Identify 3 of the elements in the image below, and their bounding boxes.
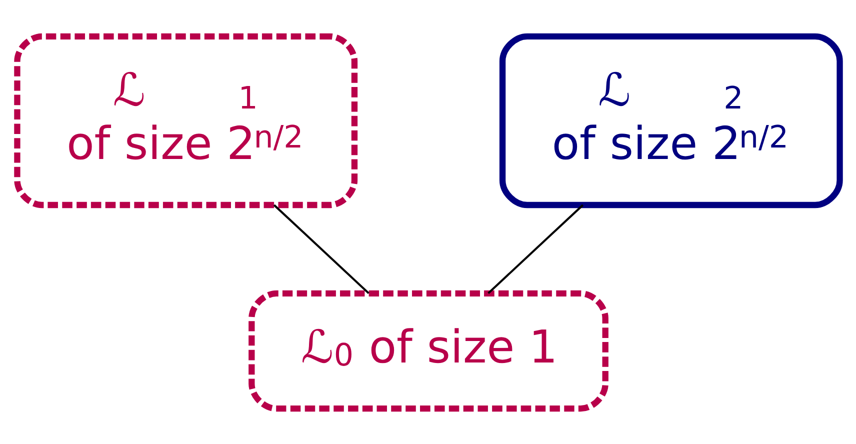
connector xyxy=(487,204,584,294)
connector xyxy=(272,204,369,294)
node-box: ℒ0 of size 1 xyxy=(248,290,608,412)
